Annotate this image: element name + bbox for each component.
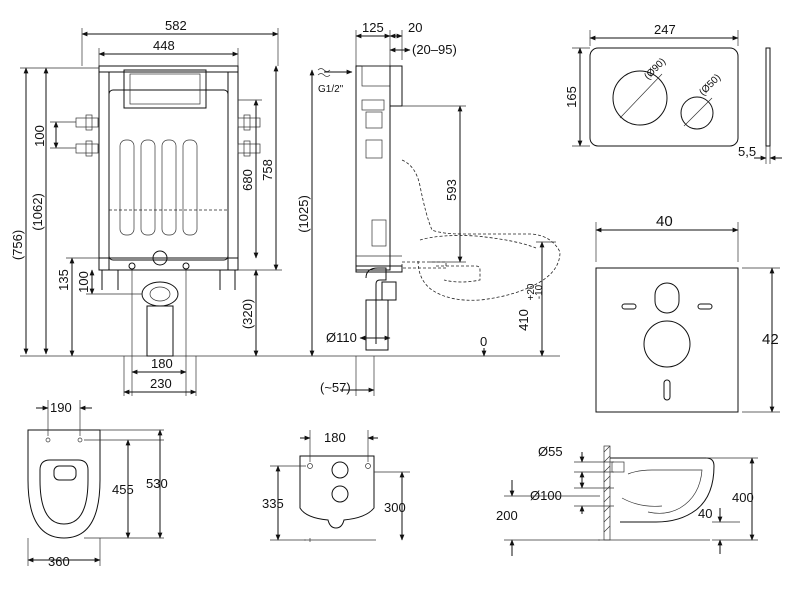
- dim-400-label: 400: [732, 490, 754, 505]
- cistern-rib: [140, 139, 156, 236]
- cistern-body: [108, 89, 229, 261]
- dim-100-label: 100: [32, 125, 47, 147]
- dim-758-label: 758: [260, 159, 275, 181]
- dim-20-label: 20: [408, 20, 422, 35]
- bowl-top-view: 190 360 455 530: [27, 400, 168, 569]
- sound-panel-view: 40 42: [595, 213, 780, 413]
- frame-top-rail: [98, 65, 239, 73]
- supply-stubs-left: [75, 114, 99, 157]
- dim-190-label: 190: [50, 400, 72, 415]
- cistern-rib: [161, 139, 177, 236]
- dim-230-label: 230: [150, 376, 172, 391]
- dim-247-label: 247: [654, 22, 676, 37]
- bowl-top-outline: [27, 429, 101, 539]
- dim-680-label: 680: [240, 169, 255, 191]
- drain-pipe: [146, 305, 174, 357]
- dim-582-label: 582: [165, 18, 187, 33]
- panel-hole-top: [654, 282, 680, 314]
- dim-200-label: 200: [496, 508, 518, 523]
- dim-125-label: 125: [362, 20, 384, 35]
- dim-455-label: 455: [112, 482, 134, 497]
- flush-plate-side: [389, 65, 403, 107]
- dia-100-label: Ø100: [530, 488, 562, 503]
- dia-50-label: (Ø50): [697, 72, 723, 98]
- dim-593-label: 593: [444, 179, 459, 201]
- bowl-side-view: Ø55 Ø100 200 400 40: [496, 444, 758, 556]
- drain-bend: [141, 281, 179, 307]
- frame-side-body: [355, 65, 391, 271]
- bowl-side-outline: [610, 457, 715, 523]
- dia-90-label: (Ø90): [642, 56, 668, 82]
- wall-section: [603, 445, 611, 541]
- flush-plate-outline: [589, 47, 739, 147]
- panel-slot: [663, 379, 671, 401]
- side-drain: [365, 267, 387, 344]
- dim-1062-label: (1062): [30, 193, 45, 231]
- dim-100b-label: 100: [76, 271, 91, 293]
- bowl-rear-view: 180 335 300: [262, 430, 410, 542]
- frame-front-view: 582 448: [10, 18, 560, 396]
- bowl-top-inner: [39, 459, 89, 525]
- dim-165-label: 165: [564, 86, 579, 108]
- valve-box: [365, 111, 383, 129]
- dim-448-label: 448: [153, 38, 175, 53]
- dim-530-label: 530: [146, 476, 168, 491]
- dia-110-label: Ø110: [326, 330, 357, 345]
- inlet-label: G1/2": [318, 84, 344, 95]
- dim-320-label: (320): [240, 299, 255, 329]
- frame-bottom-rail: [98, 257, 239, 271]
- frame-side-view: 125 20 (20–95) G1/2" (1025): [296, 20, 561, 396]
- dim-335-label: 335: [262, 496, 284, 511]
- dim-42-label: 42: [762, 331, 779, 348]
- bowl-rear-outline: [299, 455, 375, 529]
- dim-180-label: 180: [151, 356, 173, 371]
- flush-opening: [123, 69, 207, 109]
- frame-left-post: [98, 71, 110, 271]
- dim-180b-label: 180: [324, 430, 346, 445]
- dim-40b-label: 40: [698, 506, 712, 521]
- valve-box: [365, 139, 383, 159]
- zero-label: 0: [480, 334, 487, 349]
- dim-360-label: 360: [48, 554, 70, 569]
- panel-outline: [595, 267, 739, 413]
- flush-plate-view: (Ø90) (Ø50) 247 165 5,5: [564, 22, 782, 164]
- supply-stubs-right: [237, 114, 261, 157]
- flush-button-large: [612, 70, 668, 126]
- flush-button-small: [680, 96, 714, 130]
- dim-40-label: 40: [656, 213, 673, 230]
- dim-57-label: (~57): [320, 380, 351, 395]
- bowl-dashed-outline: [401, 159, 561, 301]
- dim-20-95-label: (20–95): [412, 42, 457, 57]
- dim-300-label: 300: [384, 500, 406, 515]
- dim-410-label: 410: [516, 309, 531, 331]
- dim-135-label: 135: [56, 269, 71, 291]
- dim-756-label: (756): [10, 230, 25, 260]
- cistern-rib: [119, 139, 135, 236]
- dia-55-label: Ø55: [538, 444, 563, 459]
- dim-1025-label: (1025): [296, 195, 311, 233]
- tol-minus-label: -10: [534, 284, 545, 299]
- tol-plus-label: +20: [526, 283, 537, 300]
- panel-hole-drain: [643, 320, 691, 368]
- cistern-rib: [182, 139, 198, 236]
- dim-5-5-label: 5,5: [738, 144, 756, 159]
- flush-plate-thickness: [765, 47, 771, 147]
- frame-right-post: [227, 71, 239, 271]
